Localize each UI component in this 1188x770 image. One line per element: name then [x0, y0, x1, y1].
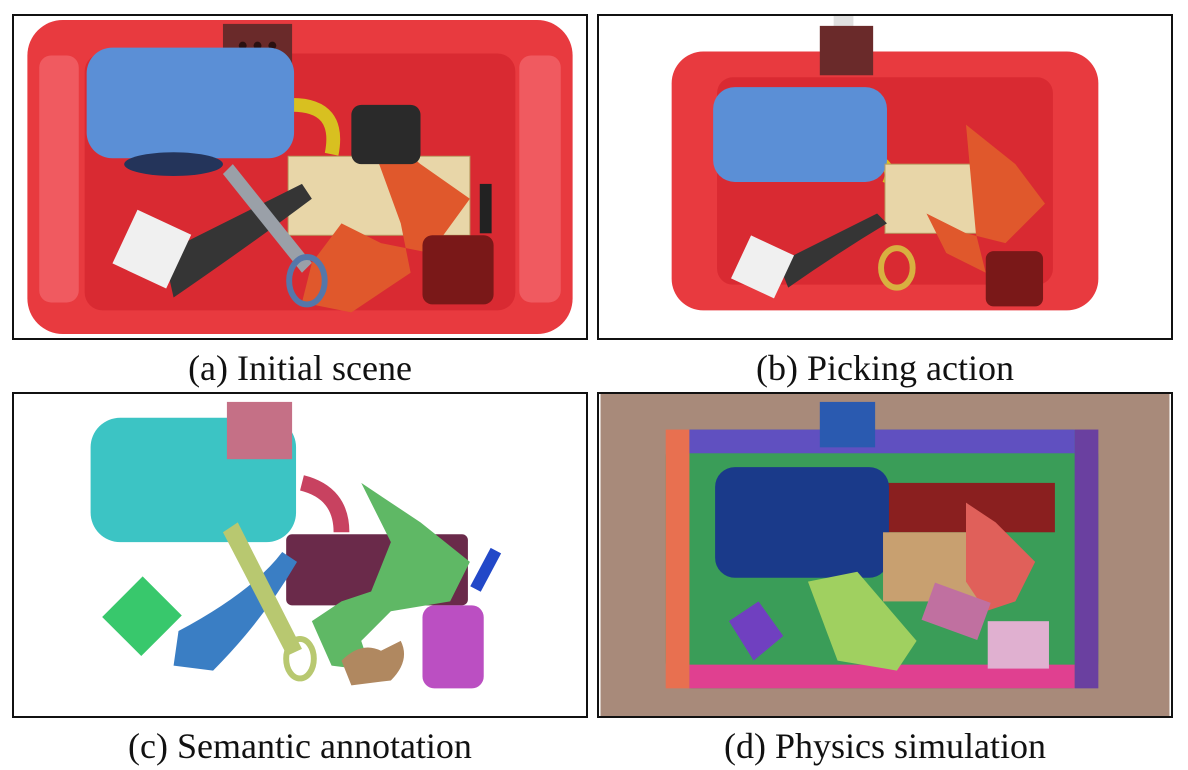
pitcher — [86, 47, 295, 159]
semantic-annotation-image — [15, 394, 585, 716]
power-drill — [301, 114, 470, 313]
panel-physics-simulation — [597, 392, 1173, 718]
marker — [479, 183, 492, 234]
clamp — [163, 183, 312, 298]
power-drill — [926, 124, 1046, 273]
sim-bolts — [921, 582, 991, 640]
mug — [422, 235, 494, 305]
banana — [291, 97, 341, 156]
seg-mug — [422, 605, 484, 689]
seg-banana — [299, 475, 350, 533]
sim-power-drill — [965, 502, 1036, 612]
pitcher — [713, 87, 887, 182]
clamp — [778, 213, 887, 288]
seg-card — [102, 576, 182, 657]
seg-foam-brick — [226, 401, 293, 460]
caption-physics-simulation: (d) Physics simulation — [724, 726, 1046, 766]
caption-picking-action: (b) Picking action — [756, 348, 1014, 388]
card — [731, 235, 795, 299]
caption-initial-scene: (a) Initial scene — [188, 348, 412, 388]
scissors — [878, 245, 916, 291]
seg-scissors — [222, 522, 302, 656]
sim-pitcher — [715, 467, 889, 578]
panel-semantic-annotation — [12, 392, 588, 718]
seg-marker — [470, 547, 502, 592]
physics-simulation-image — [600, 394, 1170, 716]
sim-card — [728, 601, 784, 661]
panel-initial-scene — [12, 14, 588, 340]
initial-scene-image — [15, 16, 585, 338]
caption-semantic-annotation: (c) Semantic annotation — [128, 726, 472, 766]
card — [112, 209, 192, 289]
scissors — [222, 164, 312, 273]
seg-power-drill — [311, 482, 470, 671]
sim-clamp — [807, 571, 917, 671]
panel-picking-action — [597, 14, 1173, 340]
mug — [985, 251, 1044, 307]
sim-foam-brick — [819, 401, 876, 448]
seg-bolts — [341, 640, 405, 686]
foam-brick — [819, 25, 874, 76]
sim-mug — [987, 621, 1049, 669]
picking-action-image — [600, 16, 1170, 338]
